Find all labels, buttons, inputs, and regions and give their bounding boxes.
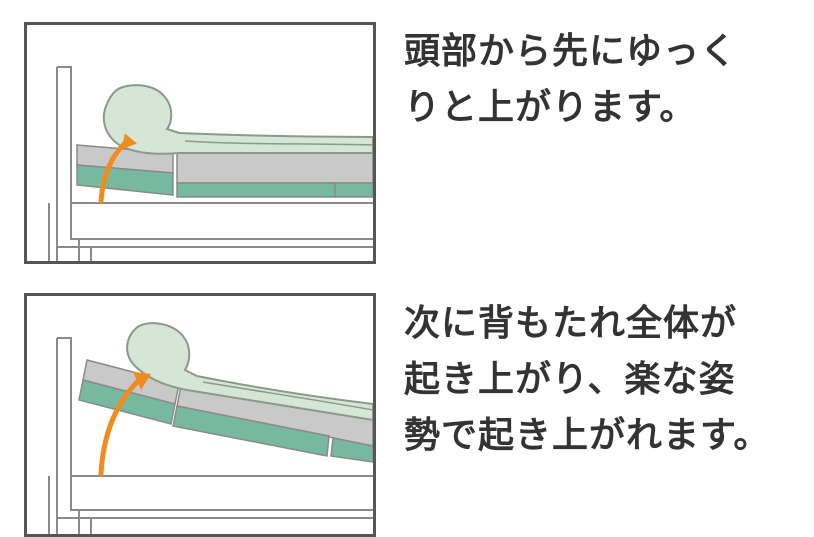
step-2-caption: 次に背もたれ全体が 起き上がり、楽な姿 勢で起き上がれます。	[404, 296, 809, 464]
mattress-flat	[176, 152, 373, 198]
bed-diagram-back-raised	[48, 322, 373, 534]
step-1-line-2: りと上がります。	[404, 87, 697, 128]
step-2-line-3: 勢で起き上がれます。	[404, 415, 771, 456]
step-2-line-2: 起き上がり、楽な姿	[404, 359, 736, 400]
lift-arrow	[98, 133, 137, 204]
person-figure	[126, 322, 373, 422]
bed-frame	[48, 66, 373, 261]
lift-arrow	[98, 372, 151, 477]
illustration-step-1	[24, 22, 376, 264]
illustration-step-2	[24, 293, 376, 537]
step-1-line-1: 頭部から先にゆっく	[404, 31, 738, 72]
person-figure	[102, 84, 373, 155]
step-2-line-1: 次に背もたれ全体が	[404, 303, 738, 344]
mattress-middle-section	[172, 385, 373, 463]
bed-frame	[48, 337, 373, 534]
step-1-caption: 頭部から先にゆっく りと上がります。	[404, 24, 809, 136]
bed-diagram-head-raised	[48, 66, 373, 261]
